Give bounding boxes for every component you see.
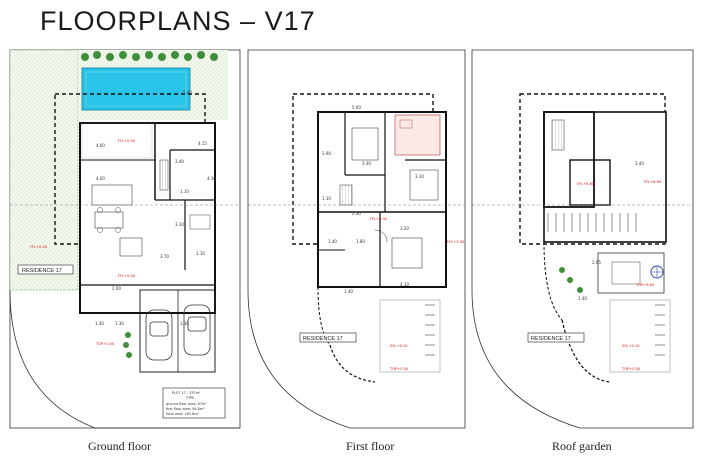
carport bbox=[139, 289, 216, 373]
residence-tag: RESIDENCE 17 bbox=[531, 336, 571, 342]
svg-text:FFL+0.00: FFL+0.00 bbox=[30, 245, 48, 249]
parking-lines bbox=[425, 304, 435, 356]
svg-text:1.40: 1.40 bbox=[578, 296, 587, 301]
caption-first-floor: First floor bbox=[346, 439, 395, 453]
tree-row bbox=[81, 51, 218, 61]
svg-text:TOP+6.80: TOP+6.80 bbox=[635, 283, 655, 287]
svg-text:3.40: 3.40 bbox=[175, 159, 184, 164]
svg-text:2.30: 2.30 bbox=[352, 211, 361, 216]
svg-text:TYPE: TYPE bbox=[185, 396, 194, 400]
svg-text:3.30: 3.30 bbox=[175, 222, 184, 227]
svg-text:PLOT 17 : 337m²: PLOT 17 : 337m² bbox=[172, 391, 201, 395]
svg-text:4.60: 4.60 bbox=[96, 143, 105, 148]
svg-text:1.10: 1.10 bbox=[196, 251, 205, 256]
staircase bbox=[339, 184, 353, 206]
svg-text:TOP+0.30: TOP+0.30 bbox=[389, 367, 409, 371]
svg-text:FFL+0.00: FFL+0.00 bbox=[118, 274, 136, 278]
svg-text:3.20: 3.20 bbox=[400, 226, 409, 231]
svg-text:3.70: 3.70 bbox=[160, 254, 169, 259]
plot-frame bbox=[471, 49, 694, 429]
svg-text:FFL+6.80: FFL+6.80 bbox=[644, 180, 662, 184]
staircase bbox=[551, 119, 565, 151]
caption-roof-garden: Roof garden bbox=[552, 439, 612, 453]
ground-floor-plan: 4.60 4.60 3.40 4.10 3.30 1.10 3.70 1.10 … bbox=[9, 49, 241, 429]
building-footprint bbox=[79, 122, 216, 314]
bed bbox=[351, 127, 379, 161]
svg-text:FFL+6.80: FFL+6.80 bbox=[577, 182, 595, 186]
svg-text:first floor area: 94.8m²: first floor area: 94.8m² bbox=[166, 407, 205, 411]
residence-tag: RESIDENCE 17 bbox=[22, 268, 62, 274]
caption-ground-floor: Ground floor bbox=[88, 439, 151, 453]
svg-text:3.30: 3.30 bbox=[362, 161, 371, 166]
svg-text:1.30: 1.30 bbox=[95, 321, 104, 326]
svg-text:total area: 181.8m²: total area: 181.8m² bbox=[166, 412, 200, 416]
svg-text:5.00: 5.00 bbox=[352, 105, 361, 110]
svg-text:FFL+3.30: FFL+3.30 bbox=[447, 240, 465, 244]
svg-text:TOP+0.30: TOP+0.30 bbox=[621, 367, 641, 371]
svg-text:1.40: 1.40 bbox=[328, 239, 337, 244]
jacuzzi bbox=[650, 265, 664, 279]
parking-lines bbox=[655, 304, 665, 356]
swimming-pool bbox=[81, 67, 191, 111]
shrubs bbox=[123, 332, 132, 358]
svg-text:SSL+0.10: SSL+0.10 bbox=[622, 344, 640, 348]
svg-text:1.30: 1.30 bbox=[180, 321, 189, 326]
kitchen-island bbox=[119, 237, 143, 257]
svg-text:2.00: 2.00 bbox=[112, 286, 121, 291]
svg-text:3.40: 3.40 bbox=[635, 161, 644, 166]
svg-text:4.60: 4.60 bbox=[96, 176, 105, 181]
street-curve bbox=[9, 289, 96, 429]
car-icon bbox=[145, 309, 173, 361]
pergola bbox=[547, 213, 637, 232]
svg-text:1.10: 1.10 bbox=[180, 189, 189, 194]
svg-text:2.65: 2.65 bbox=[592, 260, 601, 265]
svg-text:4.10: 4.10 bbox=[400, 282, 409, 287]
svg-text:1.40: 1.40 bbox=[344, 289, 353, 294]
svg-text:FFL+3.30: FFL+3.30 bbox=[370, 217, 388, 221]
svg-text:FFL+0.00: FFL+0.00 bbox=[118, 139, 136, 143]
shrubs bbox=[559, 267, 583, 293]
plot-frame bbox=[247, 49, 466, 429]
roof-garden-plan: 3.40 2.65 1.40 FFL+6.80 FFL+6.80 TOP+6.8… bbox=[471, 49, 694, 429]
svg-text:SSL+0.10: SSL+0.10 bbox=[390, 344, 408, 348]
dining-table bbox=[94, 211, 124, 229]
svg-text:ground floor area: 87m²: ground floor area: 87m² bbox=[166, 402, 207, 406]
svg-text:1.80: 1.80 bbox=[356, 239, 365, 244]
svg-text:1.30: 1.30 bbox=[115, 321, 124, 326]
bed bbox=[391, 237, 423, 269]
plot-info-box bbox=[162, 387, 226, 419]
bed bbox=[409, 169, 439, 201]
svg-text:4.10: 4.10 bbox=[207, 176, 216, 181]
residence-tag: RESIDENCE 17 bbox=[303, 336, 343, 342]
first-floor-plan: 5.00 3.90 3.30 3.30 1.10 2.30 1.40 1.80 … bbox=[247, 49, 466, 429]
svg-text:4.15: 4.15 bbox=[198, 141, 207, 146]
car-icon bbox=[183, 304, 211, 356]
garden-lawn bbox=[9, 49, 79, 291]
svg-text:1.10: 1.10 bbox=[322, 196, 331, 201]
staircase bbox=[159, 159, 169, 191]
svg-text:3.90: 3.90 bbox=[322, 151, 331, 156]
roof-slab bbox=[543, 111, 667, 243]
svg-text:3.30: 3.30 bbox=[415, 174, 424, 179]
svg-text:TOP+0.00: TOP+0.00 bbox=[95, 342, 115, 346]
svg-text:5.00: 5.00 bbox=[183, 90, 192, 95]
bathroom bbox=[394, 114, 441, 156]
page-title: FLOORPLANS – V17 bbox=[40, 6, 316, 36]
